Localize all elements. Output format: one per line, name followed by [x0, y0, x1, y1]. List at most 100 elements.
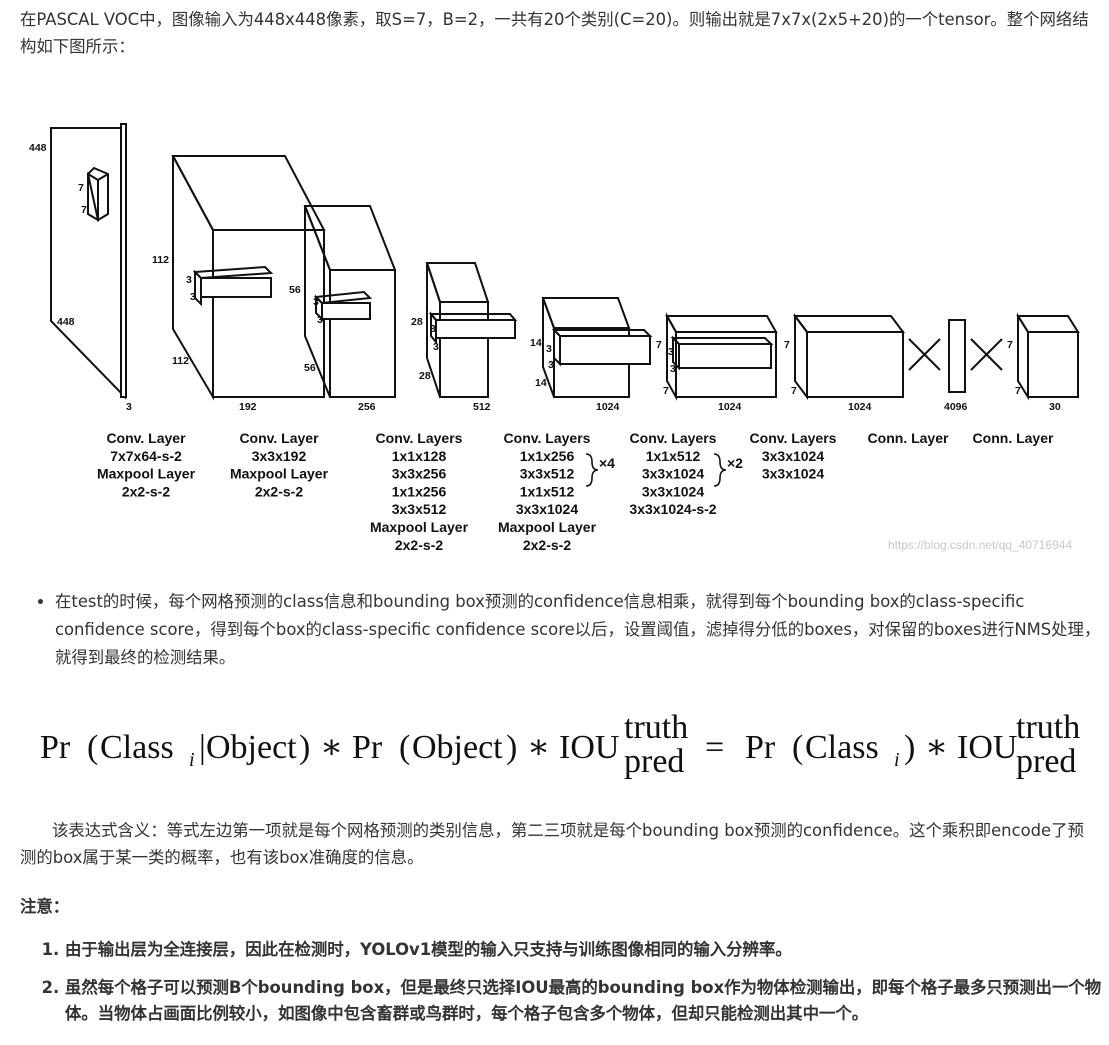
dim-l3-kernel-a: 3 [430, 323, 436, 335]
bullet-list: 在test的时候，每个网格预测的class信息和bounding box预测的c… [37, 588, 1109, 672]
dim-l5-kernel-a: 3 [668, 346, 674, 358]
caption-line: Conv. Layers [376, 430, 463, 446]
repeat-x4-label: ×4 [599, 455, 615, 471]
formula-pr-1: Pr [40, 729, 71, 766]
note-item: 由于输出层为全连接层，因此在检测时，YOLOv1模型的输入只支持与训练图像相同的… [65, 937, 1109, 963]
dim-l1-height: 112 [152, 254, 169, 266]
formula-paren-open-3: ( [792, 729, 803, 766]
caption-line: 3x3x1024 [642, 466, 705, 482]
dim-l3-width: 28 [419, 370, 431, 382]
dim-l2-height: 56 [289, 284, 301, 296]
caption-line: 1x1x256 [520, 448, 575, 464]
caption-conv6: Conv. Layers 3x3x1024 3x3x1024 [750, 430, 837, 482]
formula-sub-pred-1: pred [624, 743, 684, 780]
caption-fc1: Conn. Layer [868, 430, 949, 446]
dim-l3-depth: 512 [473, 401, 491, 413]
formula: Pr ( Class i | Object ) ∗ Pr ( Object ) … [40, 709, 1080, 780]
caption-line: 3x3x1024 [762, 466, 825, 482]
dim-out-depth: 30 [1049, 401, 1061, 413]
formula-object-2: Object [412, 729, 503, 766]
explanation-paragraph: 该表达式含义：等式左边第一项就是每个网格预测的类别信息，第二三项就是每个boun… [20, 821, 1084, 867]
formula-paren-open-1: ( [87, 729, 98, 766]
formula-object-1: Object [206, 729, 297, 766]
dim-l4-width: 14 [535, 377, 547, 389]
dim-l5-width: 7 [663, 385, 669, 397]
dim-input-height: 448 [29, 142, 47, 154]
formula-bar: | [199, 729, 206, 766]
caption-line: 3x3x256 [392, 466, 447, 482]
formula-star-1: ∗ [320, 729, 343, 766]
caption-line: 7x7x64-s-2 [110, 448, 182, 464]
caption-line: 3x3x192 [252, 448, 307, 464]
formula-star-2: ∗ [527, 729, 550, 766]
dim-l4-depth: 1024 [596, 401, 620, 413]
formula-paren-open-2: ( [399, 729, 410, 766]
caption-fc2: Conn. Layer [973, 430, 1054, 446]
dim-out-height: 7 [1007, 339, 1013, 351]
dim-l1-depth: 192 [239, 401, 257, 413]
dim-l5-kernel-b: 3 [670, 363, 676, 375]
formula-sup-truth-1: truth [624, 709, 688, 746]
caption-line: 1x1x512 [646, 448, 701, 464]
note-heading: 注意： [20, 897, 70, 916]
caption-line: 3x3x1024 [642, 483, 705, 499]
watermark: https://blog.csdn.net/qq_40716944 [888, 538, 1073, 552]
caption-line: Conv. Layer [106, 430, 186, 446]
intro-paragraph: 在PASCAL VOC中，图像输入为448x448像素，取S=7，B=2，一共有… [20, 10, 1089, 56]
dim-l3-kernel-b: 3 [433, 341, 439, 353]
caption-line: Conv. Layer [239, 430, 319, 446]
repeat-x2-label: ×2 [727, 455, 743, 471]
formula-sub-i-2: i [894, 749, 900, 771]
dim-l4-kernel-a: 3 [546, 343, 552, 355]
caption-line: 3x3x512 [392, 501, 447, 517]
dim-input-kernel-b: 7 [81, 204, 87, 216]
yolo-architecture-diagram: 448 448 3 7 7 112 112 192 3 3 56 56 256 … [29, 123, 1080, 553]
caption-line: 2x2-s-2 [523, 537, 571, 553]
dim-l2-kernel-b: 3 [317, 314, 323, 326]
note-item: 虽然每个格子可以预测B个bounding box，但是最终只选择IOU最高的bo… [65, 975, 1109, 1027]
formula-star-3: ∗ [925, 729, 948, 766]
formula-paren-close-3: ) [904, 729, 915, 766]
caption-line: 1x1x512 [520, 483, 575, 499]
dim-l6-height: 7 [784, 339, 790, 351]
caption-line: Conv. Layers [750, 430, 837, 446]
dim-l2-kernel-a: 3 [313, 296, 319, 308]
caption-line: Conv. Layers [504, 430, 591, 446]
dim-input-depth: 3 [126, 401, 132, 413]
caption-line: 2x2-s-2 [255, 483, 303, 499]
dim-l1-kernel-a: 3 [186, 274, 192, 286]
formula-paren-close-2: ) [506, 729, 517, 766]
formula-class-1: Class [100, 729, 174, 766]
dim-l3-height: 28 [411, 316, 423, 328]
caption-line: 2x2-s-2 [122, 483, 170, 499]
caption-line: Maxpool Layer [230, 466, 329, 482]
bullet-item: 在test的时候，每个网格预测的class信息和bounding box预测的c… [55, 588, 1109, 672]
caption-line: 3x3x1024 [516, 501, 579, 517]
caption-line: Maxpool Layer [97, 466, 196, 482]
dim-l4-kernel-b: 3 [548, 359, 554, 371]
dim-l2-depth: 256 [358, 401, 376, 413]
caption-line: Conn. Layer [973, 430, 1054, 446]
dim-l1-width: 112 [172, 355, 189, 367]
formula-iou-1: IOU [559, 729, 619, 766]
caption-line: 2x2-s-2 [395, 537, 443, 553]
caption-line: 3x3x1024 [762, 448, 825, 464]
dim-l6-width: 7 [791, 385, 797, 397]
caption-line: 1x1x128 [392, 448, 447, 464]
dim-l2-width: 56 [304, 362, 316, 374]
formula-sub-pred-2: pred [1016, 743, 1076, 780]
formula-equals: = [705, 729, 724, 766]
caption-line: 3x3x512 [520, 466, 575, 482]
dim-out-width: 7 [1015, 385, 1021, 397]
dim-input-width: 448 [57, 316, 75, 328]
dim-l5-height: 7 [656, 339, 662, 351]
formula-class-2: Class [805, 729, 879, 766]
formula-paren-close-1: ) [299, 729, 310, 766]
formula-iou-2: IOU [957, 729, 1017, 766]
caption-line: Conn. Layer [868, 430, 949, 446]
dim-l5-depth: 1024 [718, 401, 742, 413]
formula-sub-i-1: i [189, 749, 195, 771]
